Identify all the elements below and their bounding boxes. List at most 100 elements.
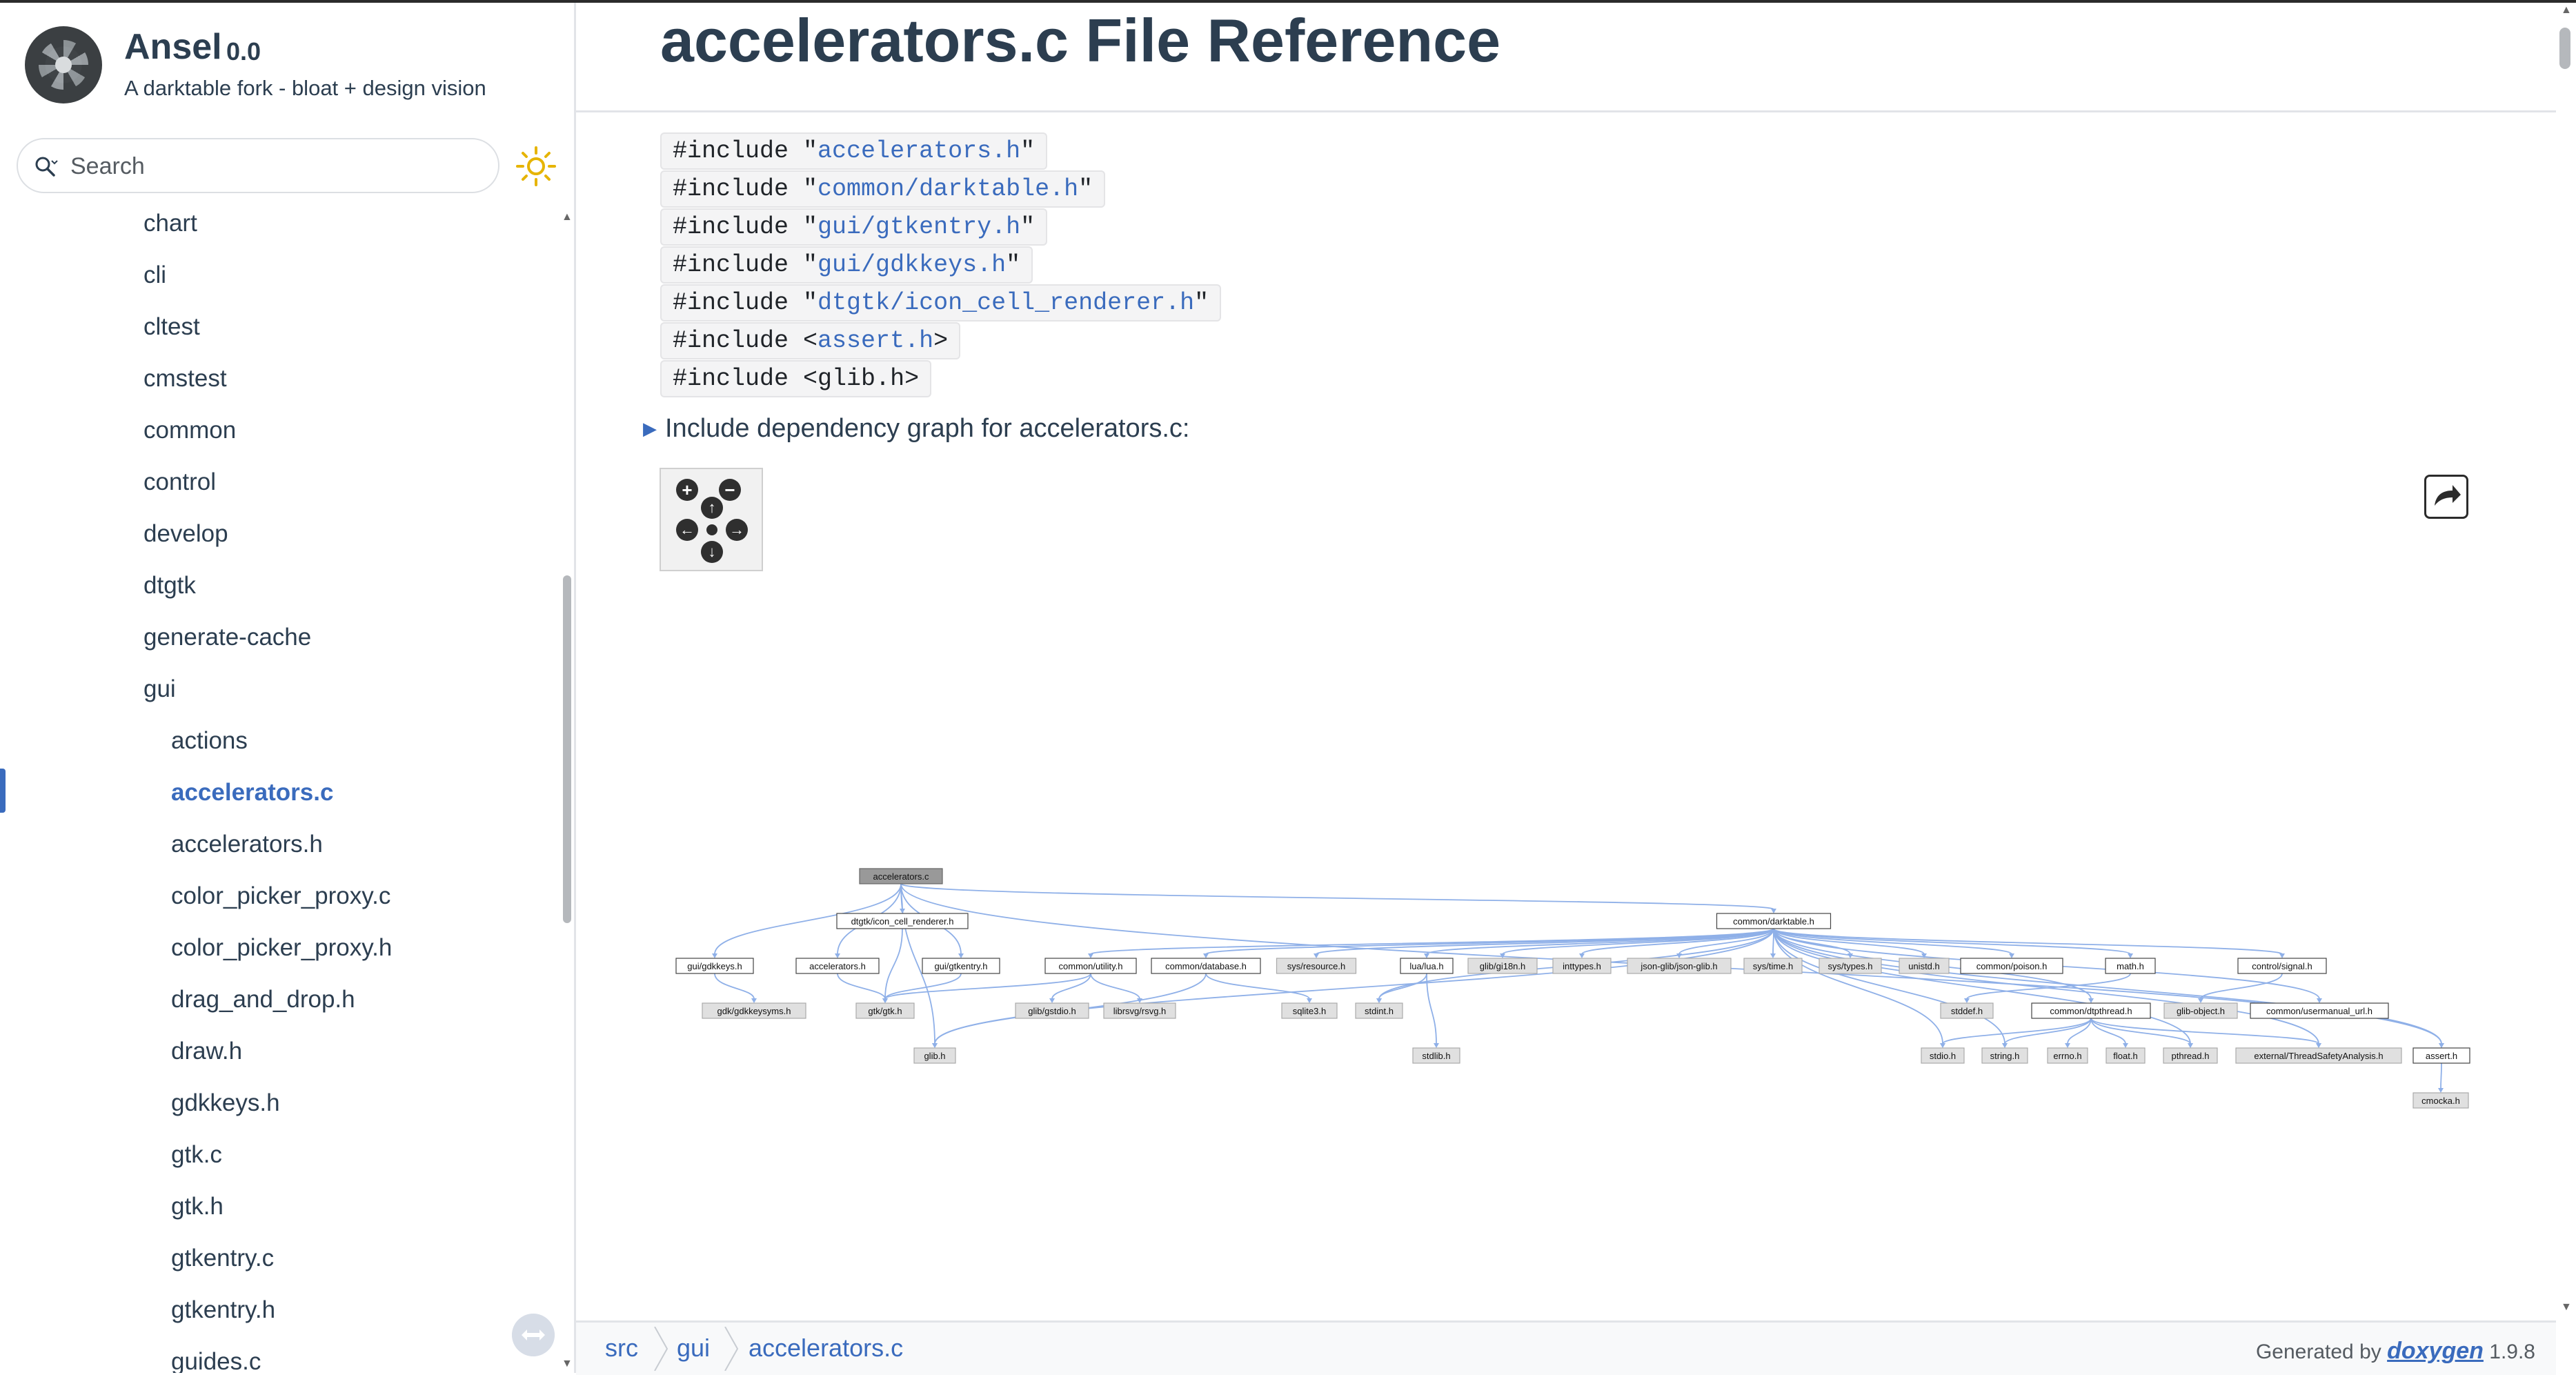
- sidebar-item[interactable]: gtkentry.h: [171, 1296, 276, 1323]
- graph-node[interactable]: pthread.h: [2163, 1047, 2218, 1064]
- scroll-up-arrow-icon[interactable]: ▲: [2561, 4, 2572, 16]
- graph-node[interactable]: float.h: [2106, 1047, 2146, 1064]
- graph-node[interactable]: json-glib/json-glib.h: [1627, 958, 1732, 974]
- include-file-link[interactable]: common/darktable.h: [818, 175, 1079, 203]
- include-file-link[interactable]: gui/gdkkeys.h: [818, 251, 1007, 279]
- sidebar-item[interactable]: common: [143, 417, 237, 444]
- sidebar-item[interactable]: guides.c: [171, 1348, 261, 1373]
- breadcrumb-src[interactable]: src: [605, 1334, 638, 1362]
- graph-node[interactable]: stdlib.h: [1412, 1047, 1460, 1064]
- graph-node[interactable]: gdk/gdkkeysyms.h: [702, 1002, 806, 1019]
- graph-node[interactable]: external/ThreadSafetyAnalysis.h: [2235, 1047, 2402, 1064]
- search-input[interactable]: [69, 149, 486, 184]
- sun-icon[interactable]: [515, 145, 557, 188]
- main-scrollbar-thumb[interactable]: [2559, 28, 2570, 69]
- graph-node[interactable]: glib/gi18n.h: [1467, 958, 1538, 974]
- sidebar-item[interactable]: gui: [143, 675, 176, 702]
- sidebar-item[interactable]: cltest: [143, 313, 200, 340]
- include-file-link[interactable]: assert.h: [818, 327, 934, 355]
- disclosure-triangle-icon[interactable]: ▶: [643, 418, 657, 439]
- dependency-graph-toggle-label[interactable]: Include dependency graph for accelerator…: [665, 414, 1190, 443]
- graph-node[interactable]: stddef.h: [1940, 1002, 1994, 1019]
- pan-left-icon[interactable]: ←: [676, 519, 698, 541]
- graph-node[interactable]: control/signal.h: [2237, 958, 2327, 974]
- sidebar-item[interactable]: gdkkeys.h: [171, 1089, 280, 1116]
- graph-node[interactable]: errno.h: [2047, 1047, 2088, 1064]
- sidebar-item[interactable]: actions: [171, 727, 248, 754]
- graph-node[interactable]: librsvg/rsvg.h: [1103, 1002, 1176, 1019]
- reset-view-icon[interactable]: [706, 524, 717, 535]
- graph-node[interactable]: cmocka.h: [2412, 1092, 2469, 1109]
- scroll-down-arrow-icon[interactable]: ▼: [562, 1358, 573, 1369]
- project-name[interactable]: Ansel: [124, 27, 222, 67]
- pan-up-icon[interactable]: ↑: [701, 497, 723, 519]
- graph-node[interactable]: lua/lua.h: [1400, 958, 1454, 974]
- graph-edge: [2090, 1018, 2191, 1045]
- sidebar-item[interactable]: accelerators.h: [171, 831, 323, 858]
- graph-node[interactable]: string.h: [1981, 1047, 2028, 1064]
- graph-node[interactable]: gui/gdkkeys.h: [675, 958, 754, 974]
- graph-node[interactable]: glib.h: [913, 1047, 956, 1064]
- include-file-link[interactable]: gui/gtkentry.h: [818, 213, 1021, 241]
- graph-node[interactable]: sqlite3.h: [1281, 1002, 1338, 1019]
- sidebar-item[interactable]: gtkentry.c: [171, 1245, 275, 1272]
- graph-node[interactable]: common/dtpthread.h: [2031, 1002, 2151, 1019]
- graph-node[interactable]: inttypes.h: [1552, 958, 1612, 974]
- graph-node[interactable]: sys/time.h: [1743, 958, 1803, 974]
- graph-node[interactable]: accelerators.h: [795, 958, 880, 974]
- pan-down-icon[interactable]: ↓: [701, 541, 723, 563]
- include-file-link[interactable]: dtgtk/icon_cell_renderer.h: [818, 289, 1195, 317]
- sidebar-item[interactable]: cmstest: [143, 365, 227, 392]
- graph-node[interactable]: unistd.h: [1899, 958, 1950, 974]
- graph-node[interactable]: sys/types.h: [1819, 958, 1882, 974]
- sidebar-item[interactable]: color_picker_proxy.c: [171, 882, 391, 909]
- zoom-out-icon[interactable]: −: [719, 479, 741, 501]
- graph-node[interactable]: dtgtk/icon_cell_renderer.h: [836, 913, 969, 929]
- sidebar-item[interactable]: chart: [143, 210, 197, 237]
- search-icon[interactable]: [33, 155, 58, 179]
- sidebar-item[interactable]: drag_and_drop.h: [171, 986, 355, 1013]
- project-logo[interactable]: [25, 26, 102, 103]
- pan-right-icon[interactable]: →: [726, 519, 748, 541]
- sidebar-item[interactable]: gtk.c: [171, 1141, 222, 1168]
- doxygen-link[interactable]: doxygen: [2387, 1338, 2484, 1364]
- graph-node[interactable]: common/darktable.h: [1716, 913, 1832, 929]
- zoom-in-icon[interactable]: +: [676, 479, 698, 501]
- graph-node[interactable]: stdint.h: [1355, 1002, 1403, 1019]
- breadcrumb-current-file[interactable]: accelerators.c: [749, 1334, 904, 1362]
- sidebar-item[interactable]: cli: [143, 261, 167, 288]
- sidebar-item[interactable]: control: [143, 468, 217, 495]
- sidebar-scrollbar-thumb[interactable]: [563, 575, 571, 923]
- graph-edge-arrowhead: [958, 953, 964, 958]
- graph-node[interactable]: common/usermanual_url.h: [2250, 1002, 2389, 1019]
- sidebar-item[interactable]: generate-cache: [143, 624, 312, 651]
- sidebar-item[interactable]: gtk.h: [171, 1193, 224, 1220]
- graph-node[interactable]: math.h: [2105, 958, 2156, 974]
- graph-node[interactable]: sys/resource.h: [1276, 958, 1357, 974]
- graph-node[interactable]: common/poison.h: [1960, 958, 2063, 974]
- graph-node[interactable]: gui/gtkentry.h: [922, 958, 1000, 974]
- scroll-up-arrow-icon[interactable]: ▲: [562, 211, 573, 223]
- scroll-down-arrow-icon[interactable]: ▼: [2561, 1301, 2572, 1313]
- graph-node-box: [2235, 1047, 2402, 1064]
- sidebar-item[interactable]: color_picker_proxy.h: [171, 934, 393, 961]
- search-box[interactable]: [17, 138, 499, 193]
- graph-node[interactable]: assert.h: [2412, 1047, 2470, 1064]
- graph-node[interactable]: gtk/gtk.h: [855, 1002, 915, 1019]
- breadcrumb-gui[interactable]: gui: [677, 1334, 711, 1362]
- include-dependency-graph[interactable]: accelerators.cdtgtk/icon_cell_renderer.h…: [660, 862, 2474, 1118]
- sidebar-item[interactable]: draw.h: [171, 1038, 243, 1065]
- graph-node[interactable]: common/database.h: [1151, 958, 1261, 974]
- sidebar-item[interactable]: accelerators.c: [171, 779, 334, 806]
- sidebar-item[interactable]: develop: [143, 520, 228, 547]
- graph-node[interactable]: stdio.h: [1921, 1047, 1965, 1064]
- include-file-link[interactable]: accelerators.h: [818, 137, 1021, 165]
- graph-node[interactable]: common/utility.h: [1044, 958, 1137, 974]
- graph-node-box: [675, 958, 754, 974]
- sync-toggle-icon[interactable]: [512, 1314, 555, 1356]
- dependency-graph-toggle[interactable]: ▶ Include dependency graph for accelerato…: [643, 414, 1189, 444]
- graph-node[interactable]: glib-object.h: [2163, 1002, 2238, 1019]
- sidebar-item[interactable]: dtgtk: [143, 572, 196, 599]
- graph-node[interactable]: glib/gstdio.h: [1015, 1002, 1089, 1019]
- export-graph-icon[interactable]: [2424, 475, 2468, 519]
